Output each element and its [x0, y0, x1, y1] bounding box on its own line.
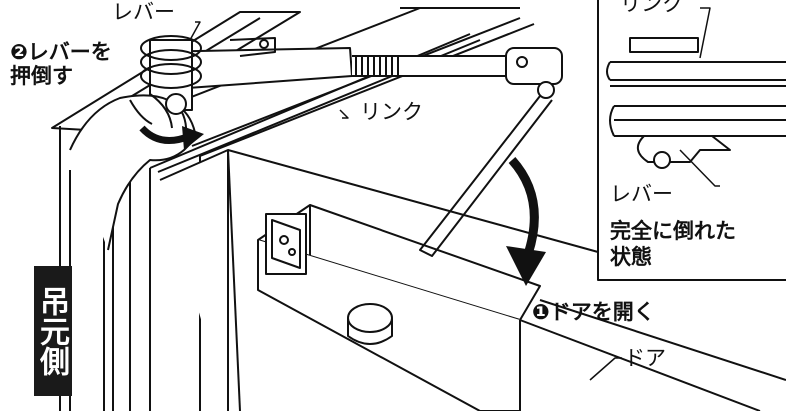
door [159, 149, 786, 411]
label-step-1: ❶ドアを開く [532, 300, 655, 324]
inset-panel [597, 0, 786, 281]
leader-lines [189, 7, 720, 381]
hinge-side-badge: 吊元側 [34, 266, 72, 396]
label-lever-inset: レバー [610, 182, 673, 206]
closer-body [257, 204, 541, 411]
link-arm [140, 35, 563, 257]
curved-arrow-icon [506, 156, 546, 286]
hand [69, 93, 197, 251]
label-fully-down: 完全に倒れた 状態 [610, 219, 736, 269]
label-door: ドア [624, 346, 666, 370]
label-link-inset: リンク [620, 0, 683, 16]
label-lever-top: レバー [112, 0, 175, 24]
label-step-2: ❷レバーを 押倒す [10, 40, 112, 88]
label-link-main: リンク [360, 100, 423, 124]
rotate-arrow-icon [139, 125, 204, 150]
